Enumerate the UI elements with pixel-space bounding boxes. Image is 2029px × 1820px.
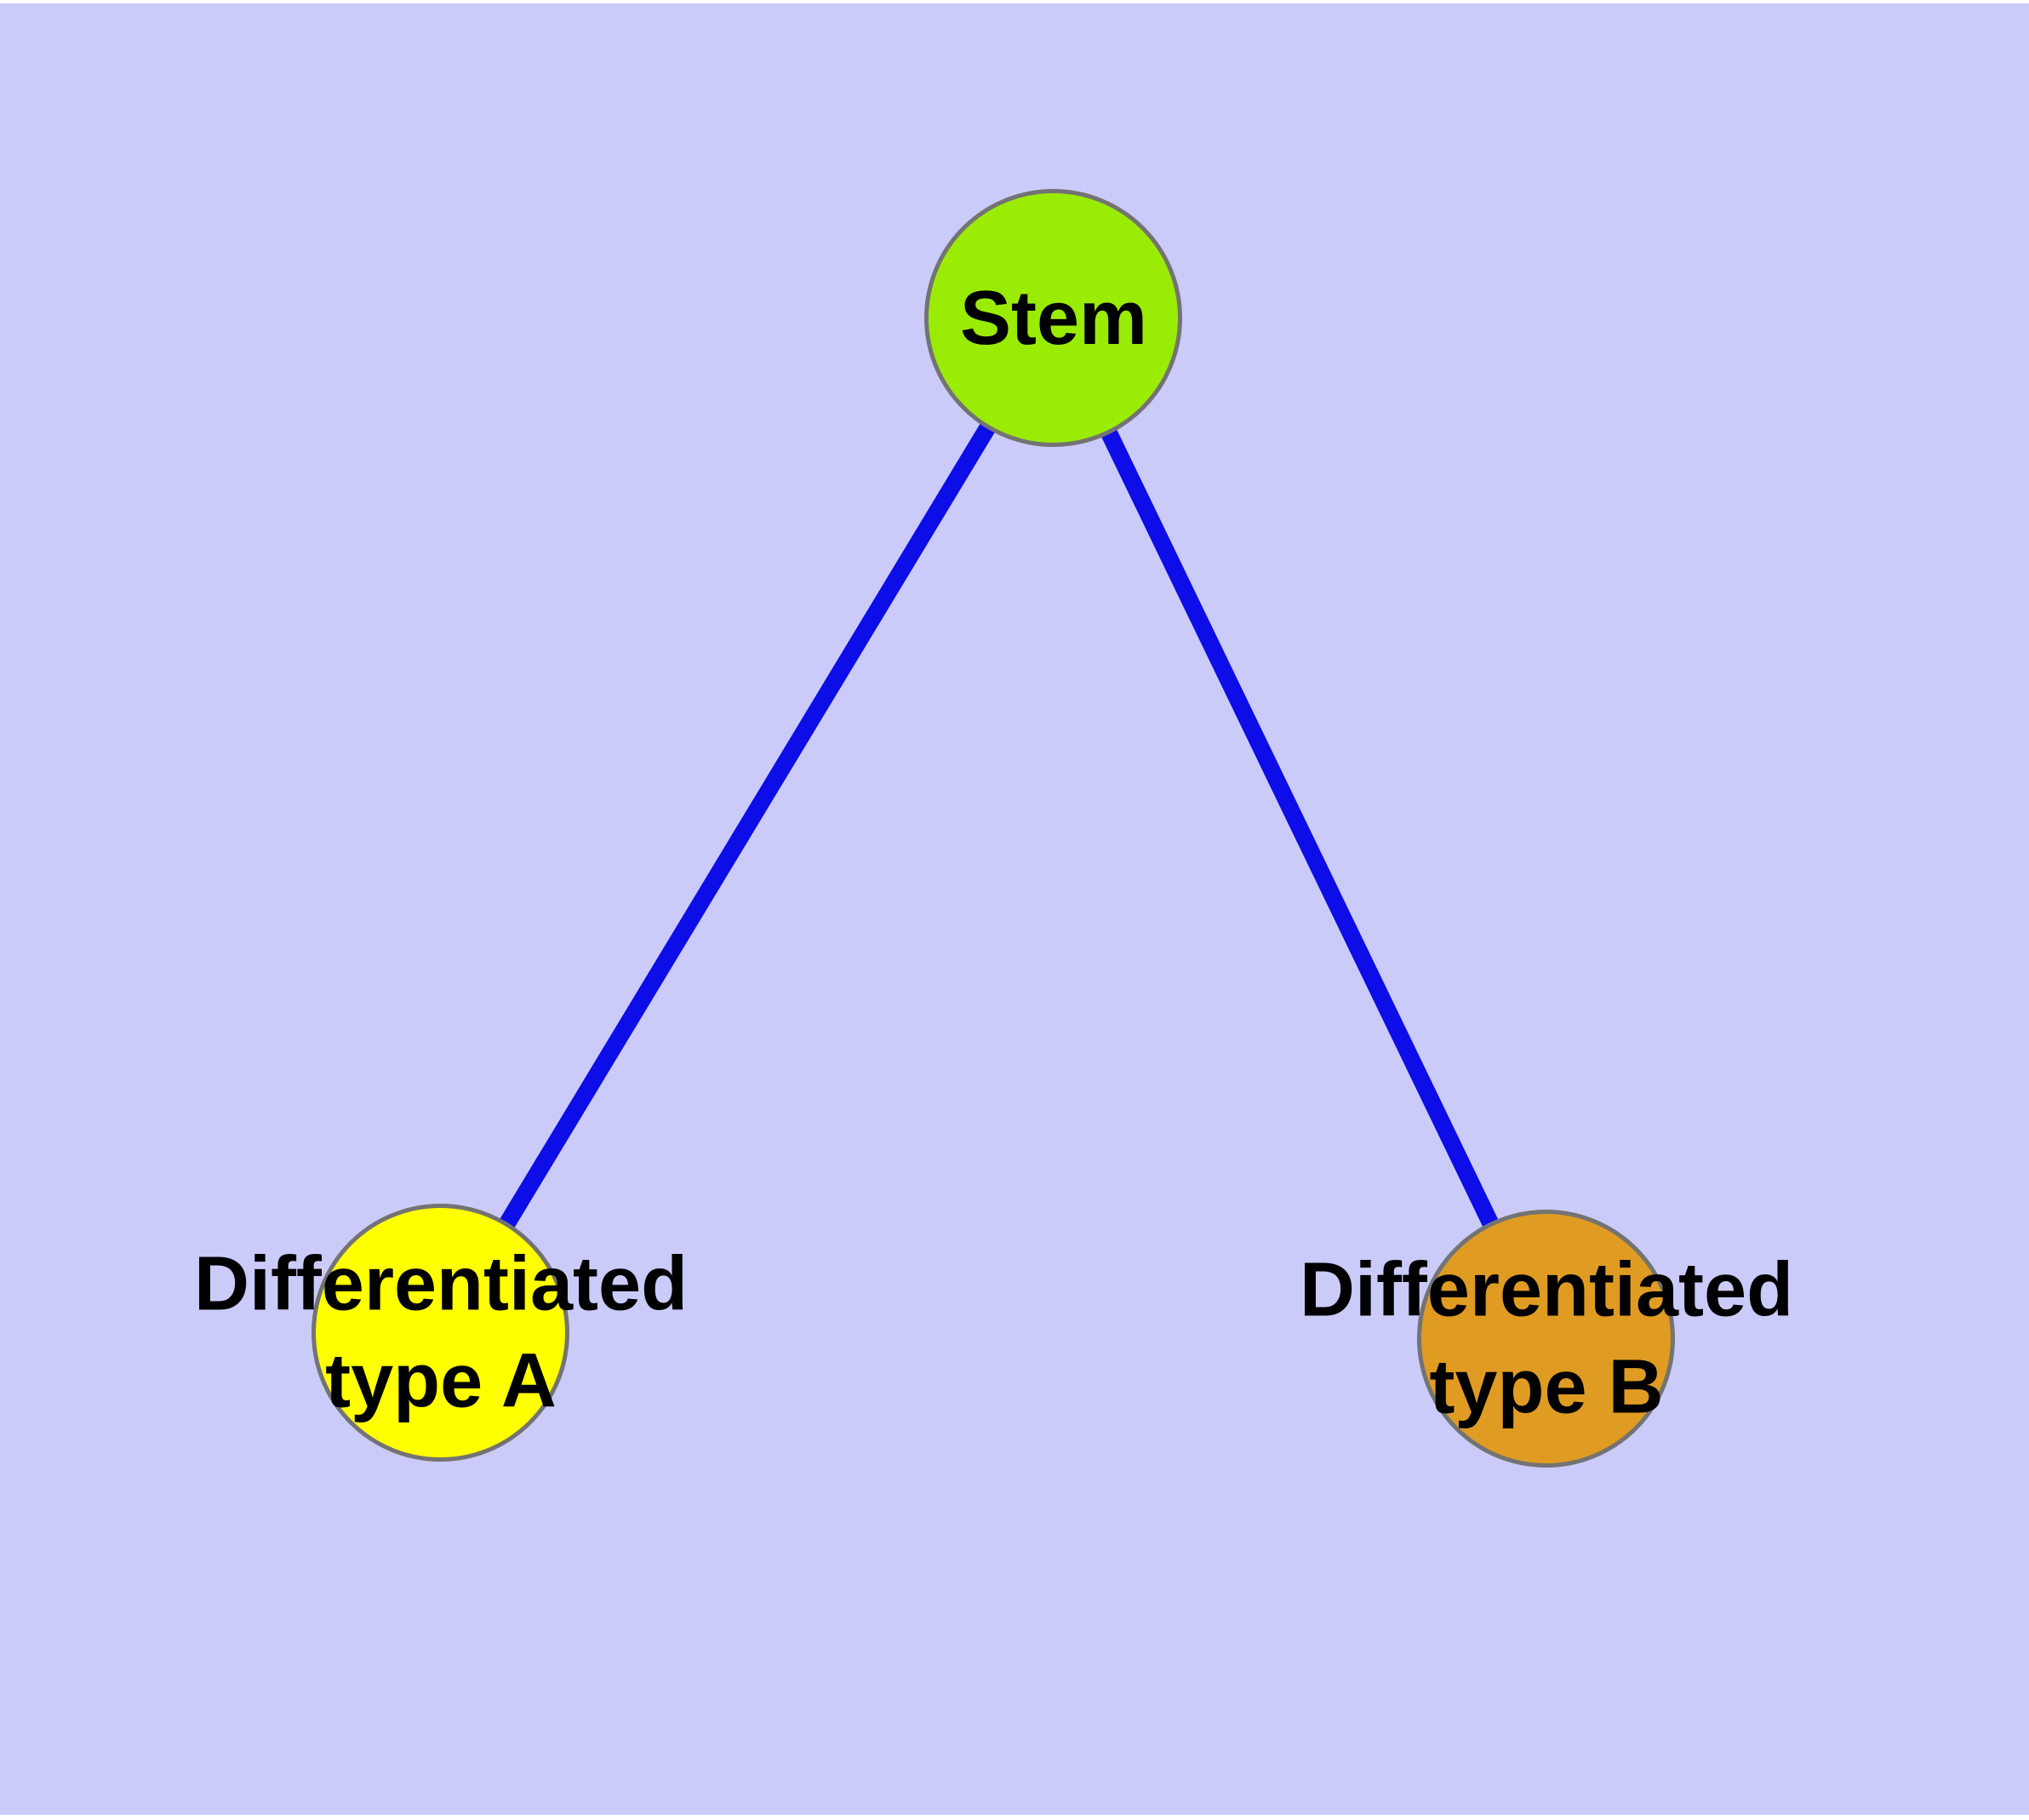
edge-stem-to-differentiated-type-a — [433, 313, 1061, 1338]
node-differentiated-type-b-label: Differentiated type B — [1299, 1247, 1794, 1430]
node-stem — [924, 189, 1182, 447]
node-differentiated-type-b — [1417, 1210, 1675, 1468]
node-differentiated-type-a — [311, 1204, 569, 1462]
node-stem-label: Stem — [959, 275, 1148, 361]
node-differentiated-type-a-label: Differentiated type A — [193, 1241, 689, 1424]
edge-stem-to-differentiated-type-b — [1045, 314, 1555, 1343]
